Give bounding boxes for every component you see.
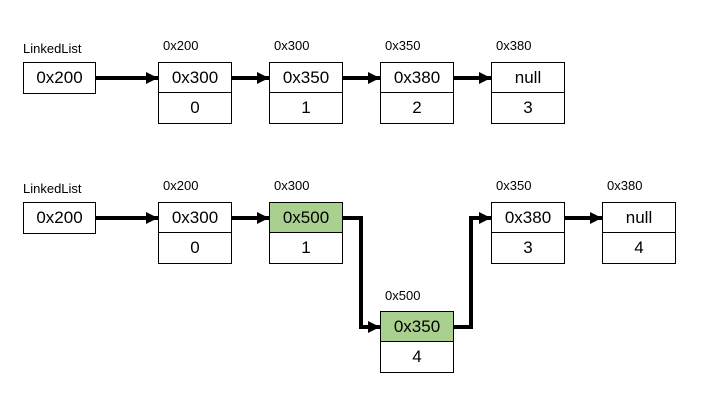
node-value: 1: [269, 232, 343, 264]
node-next: 0x300: [158, 62, 232, 94]
node-value: 3: [491, 92, 565, 124]
node-value: 4: [380, 341, 454, 373]
node-address: 0x350: [385, 38, 421, 53]
arrow-bottom-2: [343, 216, 380, 333]
node-address: 0x380: [607, 178, 643, 193]
node-address: 0x300: [274, 178, 310, 193]
node-next: 0x300: [158, 202, 232, 234]
bottom-head-label: LinkedList: [23, 181, 82, 196]
node-value: 1: [269, 92, 343, 124]
top-head-pointer: 0x200: [23, 62, 96, 94]
top-head-label: LinkedList: [23, 41, 82, 56]
node-next: 0x380: [491, 202, 565, 234]
node-next: null: [602, 202, 676, 234]
node-address: 0x380: [496, 38, 532, 53]
node-address: 0x500: [385, 288, 421, 303]
node-address: 0x200: [163, 38, 199, 53]
node-next-highlighted: 0x350: [380, 311, 454, 343]
node-value: 2: [380, 92, 454, 124]
node-address: 0x300: [274, 38, 310, 53]
node-value: 0: [158, 232, 232, 264]
node-value: 3: [491, 232, 565, 264]
node-value: 4: [602, 232, 676, 264]
node-next: null: [491, 62, 565, 94]
node-address: 0x350: [496, 178, 532, 193]
node-next: 0x380: [380, 62, 454, 94]
node-value: 0: [158, 92, 232, 124]
node-next: 0x350: [269, 62, 343, 94]
node-next-highlighted: 0x500: [269, 202, 343, 234]
bottom-head-pointer: 0x200: [23, 202, 96, 234]
arrow-bottom-3: [454, 212, 491, 329]
node-address: 0x200: [163, 178, 199, 193]
